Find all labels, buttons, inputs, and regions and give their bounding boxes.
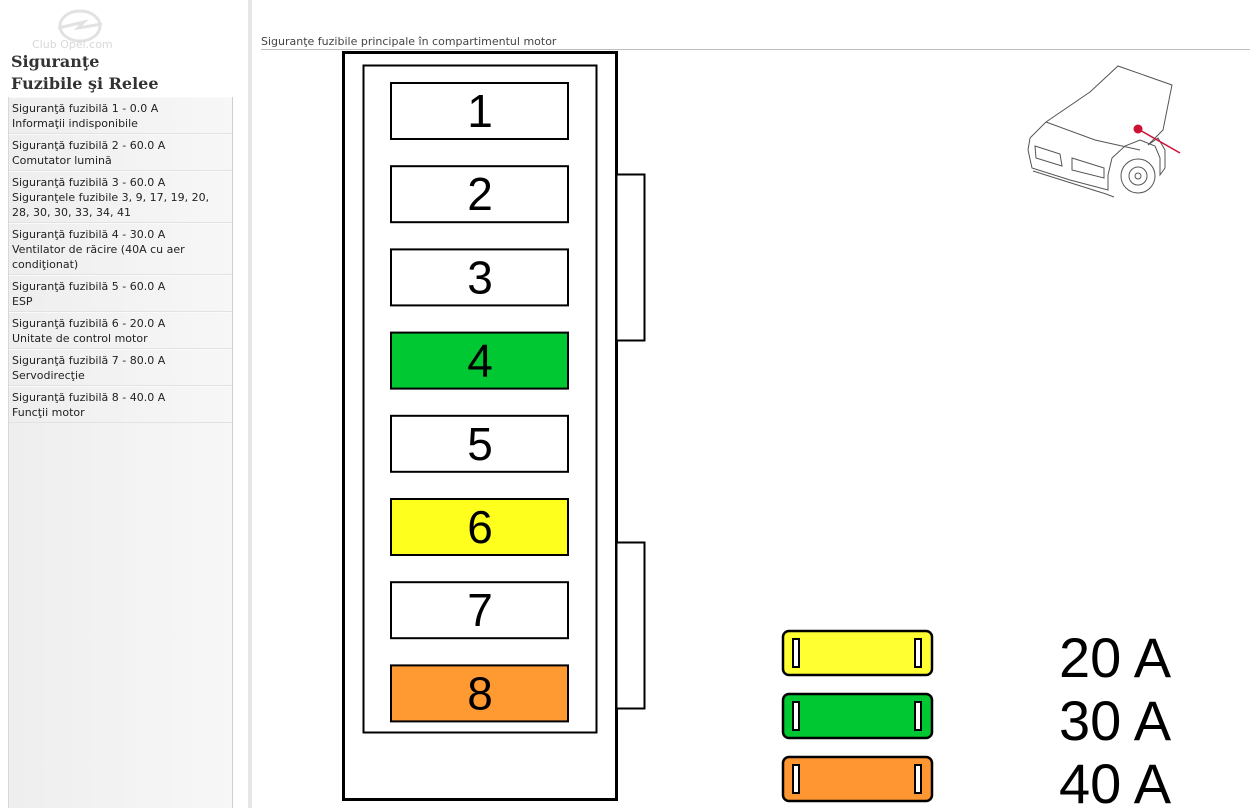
fuse-box-location-marker bbox=[1133, 124, 1143, 134]
fuse-terminal bbox=[914, 764, 922, 794]
sidebar-divider[interactable] bbox=[248, 0, 252, 808]
fuse-list-item-4[interactable]: Siguranţă fuzibilă 4 - 30.0 A Ventilator … bbox=[9, 223, 232, 275]
connector-tab-bottom bbox=[615, 541, 646, 710]
fuse-item-description: Siguranţele fuzibile 3, 9, 17, 19, 20, 2… bbox=[12, 191, 210, 219]
logo-text: Club Opel.com bbox=[32, 38, 113, 51]
fuse-item-description: Informaţii indisponibile bbox=[12, 117, 138, 130]
fuse-color-legend: 20 A30 A40 A bbox=[781, 626, 1172, 808]
fuse-slot-3[interactable]: 3 bbox=[390, 248, 569, 307]
legend-item: 30 A bbox=[781, 689, 1172, 752]
fuse-slot-box bbox=[390, 581, 569, 640]
fuse-slot-box bbox=[390, 414, 569, 473]
fuse-item-title: Siguranţă fuzibilă 3 - 60.0 A bbox=[12, 176, 166, 189]
page-title: Siguranţe fuzibile principale în compart… bbox=[261, 35, 557, 48]
title-divider bbox=[261, 49, 1250, 50]
legend-fuse-swatch bbox=[781, 629, 934, 677]
fuse-item-title: Siguranţă fuzibilă 8 - 40.0 A bbox=[12, 391, 166, 404]
fuse-slot-6[interactable]: 6 bbox=[390, 498, 569, 556]
fuse-slot-number: 7 bbox=[467, 584, 493, 636]
fuse-item-description: Ventilator de răcire (40A cu aer condiţi… bbox=[12, 243, 185, 271]
fuse-slot-box bbox=[390, 664, 569, 723]
legend-fuse-swatch bbox=[781, 755, 934, 803]
fuse-slot-box bbox=[390, 498, 569, 556]
fuse-slot-box bbox=[390, 331, 569, 390]
fuse-list-item-3[interactable]: Siguranţă fuzibilă 3 - 60.0 A Siguranţele… bbox=[9, 171, 232, 223]
fuse-terminal bbox=[914, 701, 922, 731]
fuse-slot-box bbox=[390, 248, 569, 307]
fuse-item-title: Siguranţă fuzibilă 6 - 20.0 A bbox=[12, 317, 166, 330]
car-engine-bay-icon bbox=[1027, 65, 1173, 198]
fuse-list: Siguranţă fuzibilă 1 - 0.0 A Informaţii i… bbox=[8, 97, 233, 808]
legend-item: 40 A bbox=[781, 752, 1172, 808]
sidebar-title: Siguranţe Fuzibile şi Relee bbox=[11, 52, 159, 93]
fuse-item-title: Siguranţă fuzibilă 4 - 30.0 A bbox=[12, 228, 166, 241]
fuse-slot-number: 4 bbox=[467, 335, 493, 387]
fuse-slot-box bbox=[390, 82, 569, 140]
sidebar: Club Opel.com Siguranţe Fuzibile şi Rele… bbox=[0, 0, 248, 808]
fuse-list-item-6[interactable]: Siguranţă fuzibilă 6 - 20.0 A Unitate de … bbox=[9, 312, 232, 349]
fuse-item-title: Siguranţă fuzibilă 5 - 60.0 A bbox=[12, 280, 166, 293]
fuse-slot-2[interactable]: 2 bbox=[390, 165, 569, 224]
club-opel-logo bbox=[57, 9, 103, 43]
fuse-slot-number: 6 bbox=[467, 501, 493, 553]
fuse-list-item-8[interactable]: Siguranţă fuzibilă 8 - 40.0 A Funcţii mot… bbox=[9, 386, 232, 423]
fuse-item-description: Unitate de control motor bbox=[12, 332, 148, 345]
fuse-item-description: Servodirecţie bbox=[12, 369, 85, 382]
fuse-item-description: ESP bbox=[12, 295, 33, 308]
fuse-list-item-5[interactable]: Siguranţă fuzibilă 5 - 60.0 A ESP bbox=[9, 275, 232, 312]
fuse-terminal bbox=[792, 701, 800, 731]
legend-amperage-label: 40 A bbox=[1059, 752, 1172, 808]
fuse-slots: 1 2 3 4 5 6 7 8 bbox=[390, 82, 569, 723]
fuse-item-title: Siguranţă fuzibilă 1 - 0.0 A bbox=[12, 102, 159, 115]
fuse-item-description: Funcţii motor bbox=[12, 406, 85, 419]
fuse-slot-5[interactable]: 5 bbox=[390, 414, 569, 473]
fuse-slot-number: 5 bbox=[467, 418, 493, 470]
fuse-slot-number: 3 bbox=[467, 251, 493, 303]
fuse-slot-box bbox=[390, 165, 569, 224]
legend-item: 20 A bbox=[781, 626, 1172, 689]
location-marker-line bbox=[1137, 128, 1181, 154]
fuse-item-description: Comutator lumină bbox=[12, 154, 112, 167]
fuse-item-title: Siguranţă fuzibilă 2 - 60.0 A bbox=[12, 139, 166, 152]
legend-fuse-swatch bbox=[781, 692, 934, 740]
legend-amperage-label: 20 A bbox=[1059, 626, 1172, 689]
fuse-terminal bbox=[914, 638, 922, 668]
legend-amperage-label: 30 A bbox=[1059, 689, 1172, 752]
fuse-slot-number: 2 bbox=[467, 168, 493, 220]
fuse-terminal bbox=[792, 638, 800, 668]
fuse-slot-4[interactable]: 4 bbox=[390, 331, 569, 390]
fuse-slot-7[interactable]: 7 bbox=[390, 581, 569, 640]
fuse-terminal bbox=[792, 764, 800, 794]
connector-tab-top bbox=[615, 173, 646, 342]
fuse-list-item-2[interactable]: Siguranţă fuzibilă 2 - 60.0 A Comutator l… bbox=[9, 134, 232, 171]
fuse-slot-8[interactable]: 8 bbox=[390, 664, 569, 723]
fuse-slot-number: 8 bbox=[467, 667, 493, 719]
fuse-item-title: Siguranţă fuzibilă 7 - 80.0 A bbox=[12, 354, 166, 367]
fuse-list-item-1[interactable]: Siguranţă fuzibilă 1 - 0.0 A Informaţii i… bbox=[9, 97, 232, 134]
fuse-list-item-7[interactable]: Siguranţă fuzibilă 7 - 80.0 A Servodirecţ… bbox=[9, 349, 232, 386]
fuse-slot-1[interactable]: 1 bbox=[390, 82, 569, 140]
fuse-slot-number: 1 bbox=[467, 85, 493, 137]
